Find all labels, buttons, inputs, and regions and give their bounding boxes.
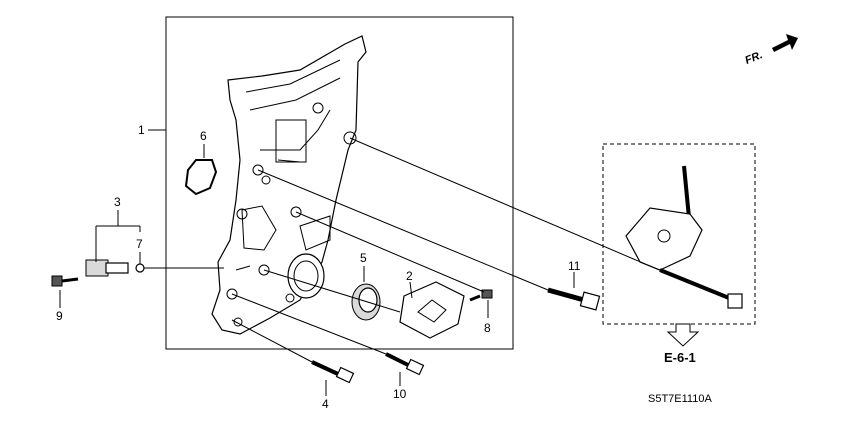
callout-7: 7 [136, 237, 143, 251]
direction-arrow-icon [772, 34, 798, 52]
callout-10: 10 [393, 387, 407, 401]
callout-5: 5 [360, 251, 367, 265]
leader-lines [59, 129, 665, 396]
front-direction-indicator: FR. [743, 34, 798, 67]
callout-11: 11 [568, 259, 581, 273]
reference-page: E-6-1 [664, 350, 696, 365]
mount-bracket [625, 165, 743, 309]
direction-label: FR. [743, 49, 764, 67]
callout-3: 3 [114, 195, 121, 209]
reference-indicator: E-6-1 [664, 323, 700, 365]
callout-8: 8 [484, 321, 491, 335]
bolt-10 [385, 352, 425, 376]
bolt-11 [547, 287, 601, 311]
chain-case [211, 35, 367, 335]
bolt-4 [311, 360, 355, 384]
callout-1: 1 [138, 123, 145, 137]
callout-9: 9 [56, 309, 63, 323]
cover-plate [399, 281, 465, 339]
callout-2: 2 [406, 269, 413, 283]
bolt-8 [469, 289, 493, 302]
bolt-9 [51, 275, 79, 287]
o-ring-gasket [184, 159, 218, 196]
diagram-code: S5T7E1110A [648, 393, 712, 405]
down-arrow-icon [666, 323, 700, 347]
assembly-frame [165, 16, 514, 350]
callout-4: 4 [322, 397, 329, 411]
crank-sensor [85, 259, 145, 277]
callout-6: 6 [200, 129, 207, 143]
